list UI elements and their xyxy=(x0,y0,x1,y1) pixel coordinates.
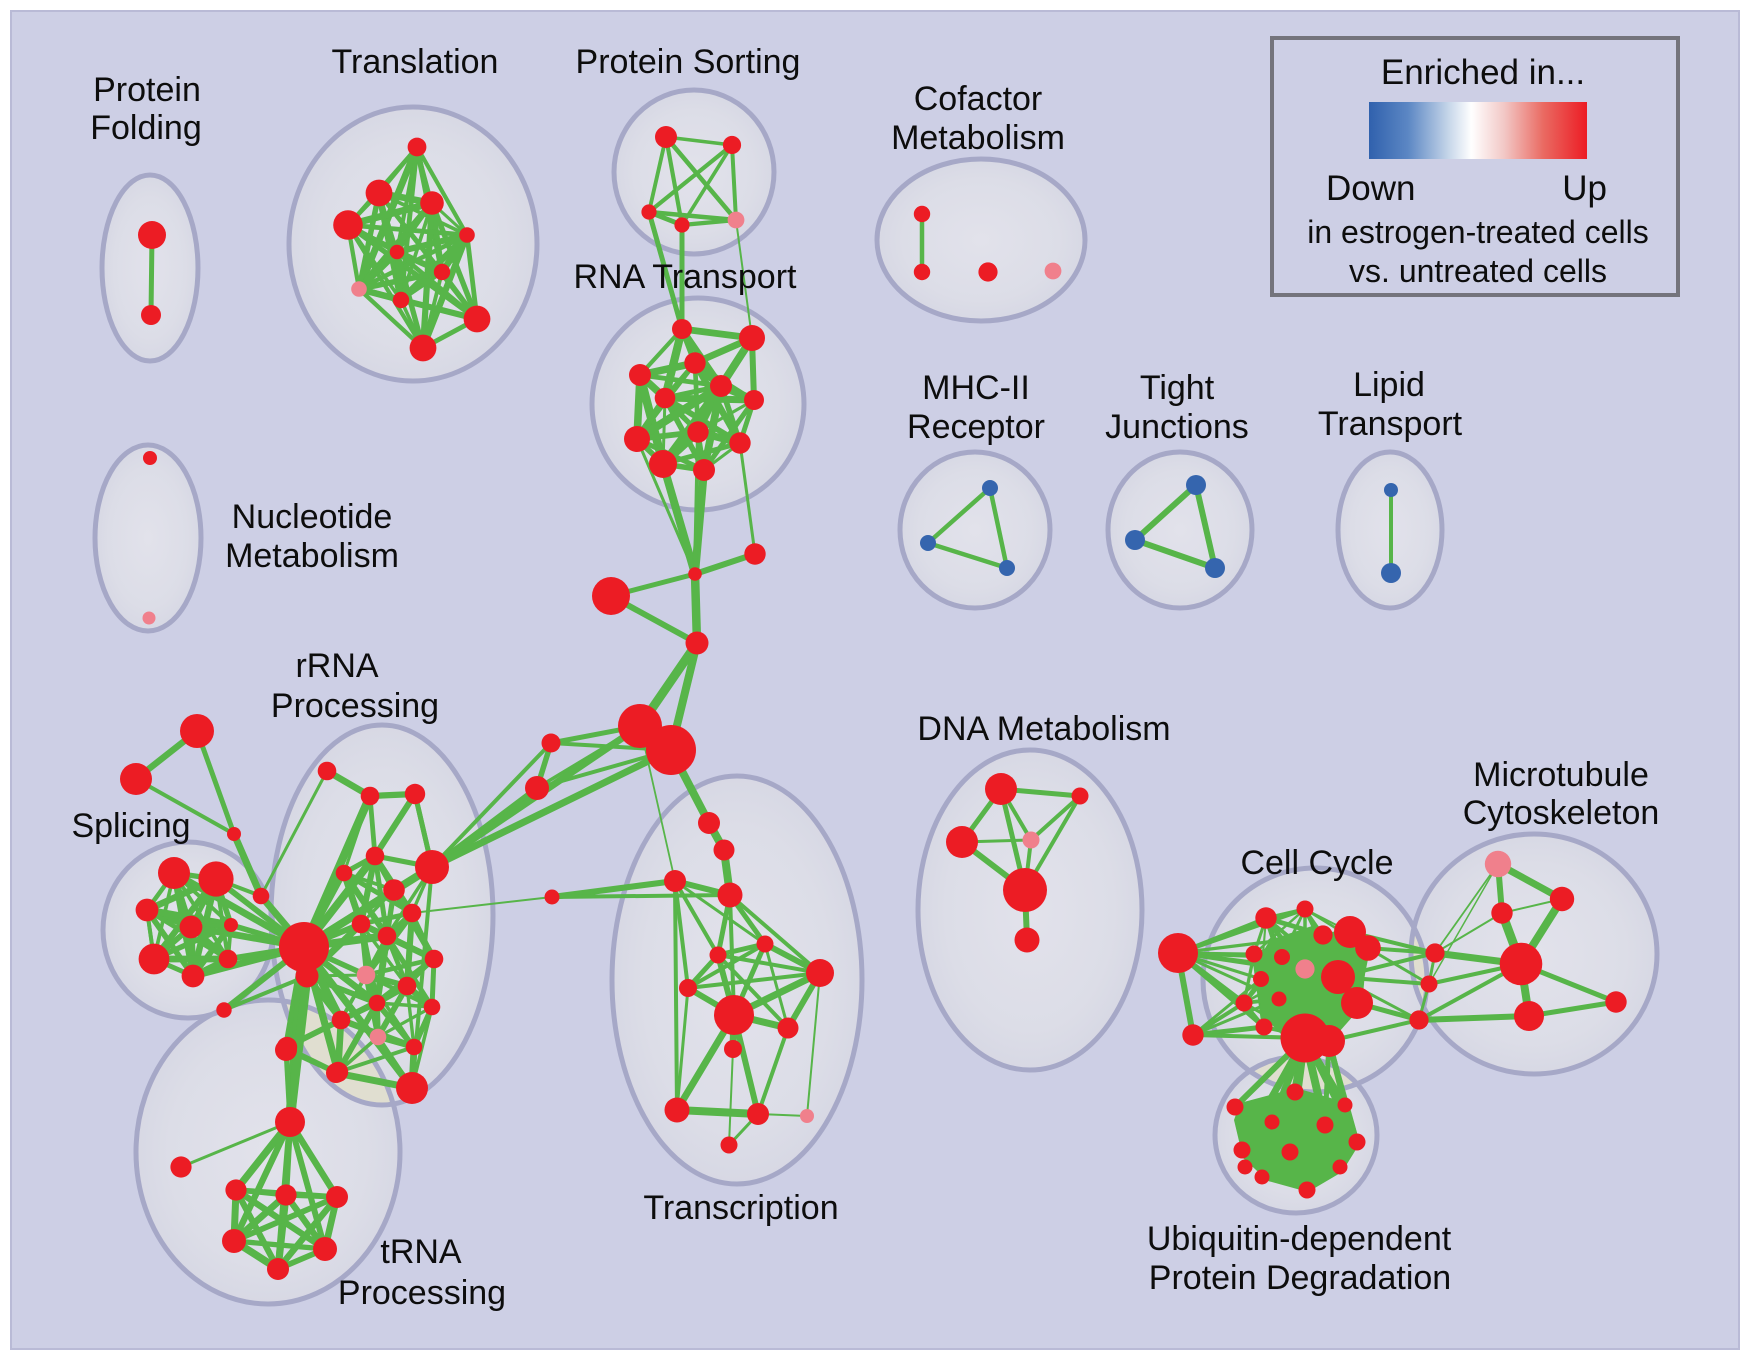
svg-text:Up: Up xyxy=(1562,169,1607,208)
svg-text:Down: Down xyxy=(1326,169,1415,208)
svg-text:RNA Transport: RNA Transport xyxy=(574,258,798,296)
svg-text:rRNA: rRNA xyxy=(295,647,378,685)
svg-text:Translation: Translation xyxy=(332,43,499,81)
svg-text:Splicing: Splicing xyxy=(71,807,190,845)
svg-text:Ubiquitin-dependent: Ubiquitin-dependent xyxy=(1147,1220,1452,1258)
svg-text:Folding: Folding xyxy=(90,109,202,147)
svg-text:Protein Sorting: Protein Sorting xyxy=(576,43,801,81)
svg-text:Junctions: Junctions xyxy=(1105,408,1249,446)
svg-text:Cell Cycle: Cell Cycle xyxy=(1240,844,1393,882)
svg-text:Transcription: Transcription xyxy=(643,1189,838,1227)
svg-text:Tight: Tight xyxy=(1140,369,1215,407)
svg-text:Receptor: Receptor xyxy=(907,408,1045,446)
svg-text:Protein: Protein xyxy=(93,71,201,109)
svg-text:in estrogen-treated cells: in estrogen-treated cells xyxy=(1307,214,1649,250)
svg-text:MHC-II: MHC-II xyxy=(922,369,1030,407)
svg-text:DNA Metabolism: DNA Metabolism xyxy=(917,710,1170,748)
svg-text:vs. untreated cells: vs. untreated cells xyxy=(1349,253,1607,289)
svg-text:Transport: Transport xyxy=(1318,405,1463,443)
svg-text:Microtubule: Microtubule xyxy=(1473,756,1649,794)
svg-text:Metabolism: Metabolism xyxy=(891,119,1065,157)
svg-text:Metabolism: Metabolism xyxy=(225,537,399,575)
svg-text:Enriched in...: Enriched in... xyxy=(1381,53,1585,92)
svg-text:Cytoskeleton: Cytoskeleton xyxy=(1463,794,1660,832)
svg-text:tRNA: tRNA xyxy=(380,1233,462,1271)
svg-text:Processing: Processing xyxy=(338,1274,506,1312)
svg-text:Cofactor: Cofactor xyxy=(914,80,1043,118)
svg-text:Nucleotide: Nucleotide xyxy=(232,498,393,536)
svg-text:Processing: Processing xyxy=(271,687,439,725)
svg-text:Lipid: Lipid xyxy=(1353,366,1425,404)
svg-text:Protein Degradation: Protein Degradation xyxy=(1149,1259,1451,1297)
